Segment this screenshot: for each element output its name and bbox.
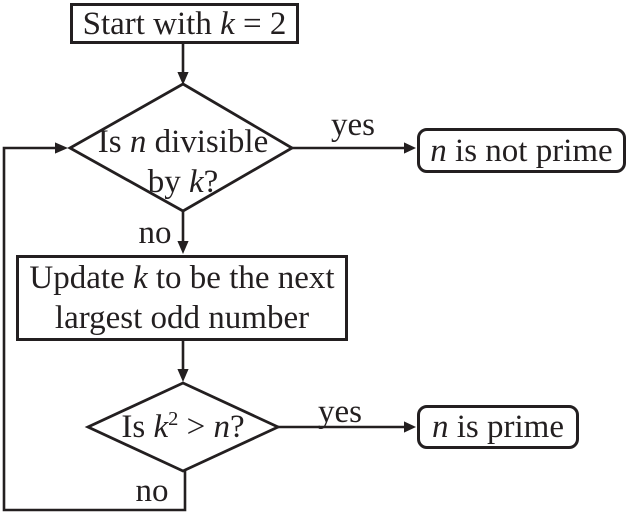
decision1-label-line1: Is n divisible [97, 124, 269, 160]
decision2-label-text: Is k2 > n? [121, 408, 245, 445]
prime-node-label: n is prime [432, 409, 564, 445]
decision2-diamond [84, 381, 282, 473]
start-node: Start with k = 2 [70, 3, 299, 44]
not-prime-node-label: n is not prime [430, 132, 613, 169]
arrowhead-right-prime [404, 421, 416, 433]
decision2-no-label: no [135, 473, 169, 509]
decision1-label: Is n divisible by k? [68, 122, 298, 202]
decision1-no-label: no [138, 215, 172, 251]
update-node-line2: largest odd number [54, 300, 310, 336]
arrowhead-right-notprime [404, 142, 416, 154]
arrowhead-right-decision1 [55, 142, 68, 154]
not-prime-node: n is not prime [417, 128, 626, 173]
arrowhead-down-decision1 [177, 72, 189, 85]
decision1-label-line2: by k? [147, 164, 219, 200]
update-node-line1: Update k to be the next [29, 260, 335, 296]
prime-node: n is prime [417, 405, 579, 449]
decision1-yes-label: yes [331, 107, 375, 143]
decision2-label: Is k2 > n? [88, 405, 278, 449]
arrowhead-down-update [177, 241, 189, 254]
arrowhead-down-decision2 [177, 369, 189, 382]
update-node: Update k to be the next largest odd numb… [16, 255, 348, 341]
decision2-yes-label: yes [318, 394, 362, 430]
loop-line-decision2-no [2, 146, 187, 512]
start-node-label: Start with k = 2 [82, 5, 287, 42]
